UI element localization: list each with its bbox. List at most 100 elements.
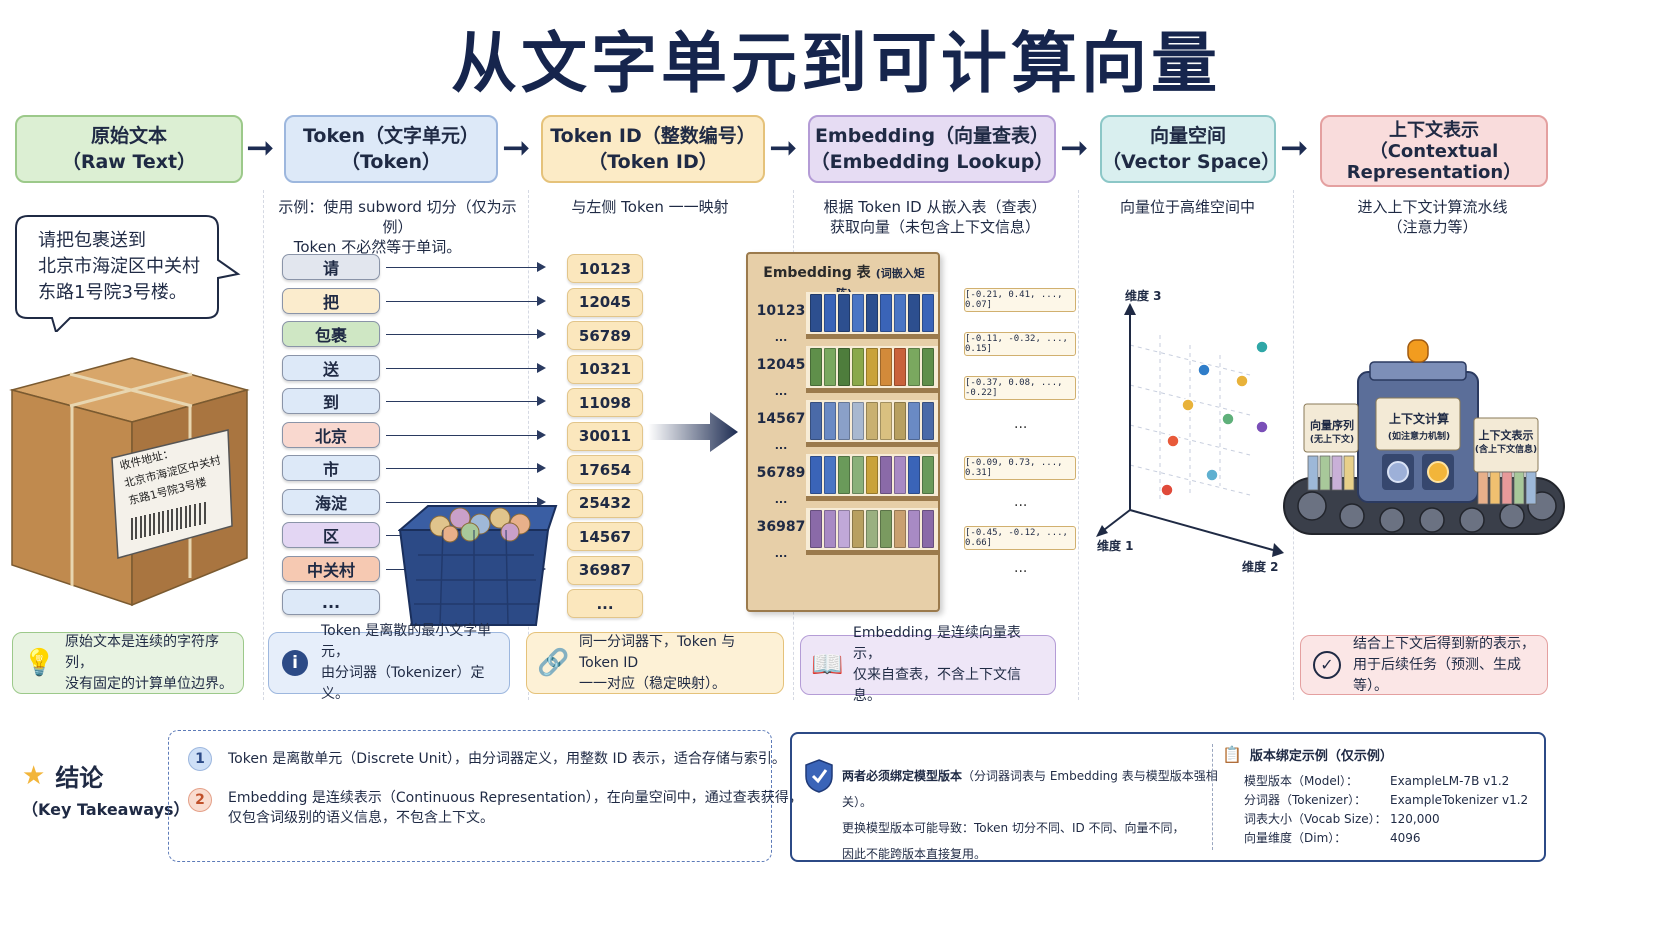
book-icon <box>824 348 836 386</box>
version-key: 词表大小（Vocab Size）： <box>1244 812 1387 826</box>
subtitle-line: （注意力等） <box>1387 218 1478 236</box>
token-id-box: 36987 <box>567 555 643 585</box>
book-icon <box>838 402 850 440</box>
embedding-vector: [-0.09, 0.73, ..., 0.31] <box>964 456 1076 480</box>
version-key: 向量维度（Dim）： <box>1244 831 1347 845</box>
machine-output-card: 上下文表示 (含上下文信息) <box>1474 428 1538 458</box>
note-line: 原始文本是连续的字符序列， <box>65 633 219 671</box>
note-line: Embedding 是连续向量表示， <box>853 625 1021 662</box>
note-line: 结合上下文后得到新的表示， <box>1353 635 1535 652</box>
book-icon <box>824 456 836 494</box>
book-icon <box>866 456 878 494</box>
axis-label-dim3: 维度 3 <box>1125 289 1162 303</box>
book-icon <box>894 456 906 494</box>
version-key: 分词器（Tokenizer）： <box>1244 793 1367 807</box>
embedding-id: 10123 <box>756 303 806 319</box>
book-icon <box>824 402 836 440</box>
header-sublabel: （Token） <box>340 151 442 173</box>
book-icon <box>838 456 850 494</box>
embedding-vector: [-0.37, 0.08, ..., -0.22] <box>964 376 1076 400</box>
version-example-title: 版本绑定示例（仅示例） <box>1249 749 1393 764</box>
book-icon <box>866 294 878 332</box>
version-binding-box <box>790 732 1546 862</box>
speech-line: 东路1号院3号楼。 <box>38 282 187 303</box>
header-sublabel: （Raw Text） <box>61 151 197 173</box>
mapping-arrow <box>386 262 546 272</box>
token-chip: 把 <box>282 287 380 314</box>
version-value: 120,000 <box>1390 812 1440 826</box>
axis-label-dim2: 维度 2 <box>1242 560 1279 574</box>
machine-input-card: 向量序列 (无上下文) <box>1305 418 1359 448</box>
book-icon <box>922 348 934 386</box>
token-id-box: 12045 <box>567 287 643 317</box>
header-sublabel: （Token ID） <box>588 151 718 173</box>
takeaway-item-2: 2 Embedding 是连续表示（Continuous Representat… <box>188 788 803 828</box>
check-circle-icon: ✓ <box>1311 651 1343 679</box>
number-badge: 2 <box>188 788 212 812</box>
id-subtitle: 与左侧 Token 一一映射 <box>571 198 729 216</box>
header-label: Embedding（向量查表） <box>814 125 1050 147</box>
vector-point <box>1221 412 1235 426</box>
token-chip: 中关村 <box>282 555 380 582</box>
header-embedding: Embedding（向量查表） （Embedding Lookup） <box>808 115 1056 183</box>
note-line: 仅来自查表，不含上下文信息。 <box>853 667 1021 704</box>
note-token: i Token 是离散的最小文字单元，由分词器（Tokenizer）定义。 <box>268 623 510 702</box>
machine-center-panel: 上下文计算 (如注意力机制) <box>1378 410 1460 446</box>
token-id-box: 10123 <box>567 254 643 283</box>
token-chip: 海淀 <box>282 488 380 515</box>
binding-text: 两者必须绑定模型版本（分词器词表与 Embedding 表与模型版本强相关）。 … <box>842 763 1222 867</box>
machine-card-line: 上下文计算 <box>1388 412 1449 426</box>
book-icon <box>922 510 934 548</box>
book-icon <box>922 294 934 332</box>
ellipsis: ... <box>1014 560 1028 576</box>
token-subtitle: 示例：使用 subword 切分（仅为示例） Token 不必然等于单词。 <box>270 197 525 257</box>
token-chip: 到 <box>282 388 380 414</box>
book-icon <box>810 402 822 440</box>
takeaway-text: Embedding 是连续表示（Continuous Representatio… <box>228 790 803 806</box>
binding-title-rest: （分词器词表与 Embedding 表与模型版本强相关）。 <box>842 769 1218 809</box>
version-value: ExampleLM-7B v1.2 <box>1390 774 1510 788</box>
book-icon <box>852 510 864 548</box>
vector-point <box>1166 434 1180 448</box>
package-icon <box>9 357 250 607</box>
book-icon <box>894 294 906 332</box>
context-machine-icon <box>1283 339 1565 535</box>
book-icon <box>838 510 850 548</box>
mapping-arrow <box>386 396 546 406</box>
page-title: 从文字单元到可计算向量 <box>451 25 1221 102</box>
book-icon <box>838 348 850 386</box>
big-arrow-icon <box>648 412 738 452</box>
version-value: 4096 <box>1390 831 1421 845</box>
flow-arrow-icon: ➞ <box>1280 128 1309 168</box>
note-contextual: ✓ 结合上下文后得到新的表示，用于后续任务（预测、生成等）。 <box>1300 635 1548 695</box>
subtitle-line: Token 不必然等于单词。 <box>293 238 462 256</box>
takeaways-subtitle: （Key Takeaways） <box>22 800 190 819</box>
book-icon <box>880 456 892 494</box>
machine-card-line: 上下文表示 <box>1478 429 1534 442</box>
vector-point <box>1197 363 1211 377</box>
mapping-arrow <box>386 295 546 306</box>
speech-text: 请把包裹送到 北京市海淀区中关村 东路1号院3号楼。 <box>38 228 200 306</box>
embedding-id: ... <box>774 331 788 344</box>
binding-line: 更换模型版本可能导致：Token 切分不同、ID 不同、向量不同， <box>842 821 1185 835</box>
book-icon <box>908 348 920 386</box>
separator <box>263 190 264 700</box>
token-chip: 送 <box>282 354 380 381</box>
shelf-row <box>806 292 938 339</box>
book-icon: 📖 <box>811 649 844 680</box>
token-id-box: 56789 <box>567 321 643 350</box>
book-icon <box>852 348 864 386</box>
embedding-id: 14567 <box>756 411 806 427</box>
header-raw-text: 原始文本 （Raw Text） <box>15 115 243 183</box>
subtitle-line: 获取向量（未包含上下文信息） <box>829 218 1040 236</box>
book-icon <box>838 294 850 332</box>
book-icon <box>908 510 920 548</box>
book-icon <box>908 402 920 440</box>
book-icon <box>894 510 906 548</box>
token-id-box: 17654 <box>567 455 643 484</box>
subtitle-line: 示例：使用 subword 切分（仅为示例） <box>278 198 517 236</box>
binding-title: 两者必须绑定模型版本 <box>842 769 963 783</box>
embedding-id: ... <box>774 385 788 398</box>
